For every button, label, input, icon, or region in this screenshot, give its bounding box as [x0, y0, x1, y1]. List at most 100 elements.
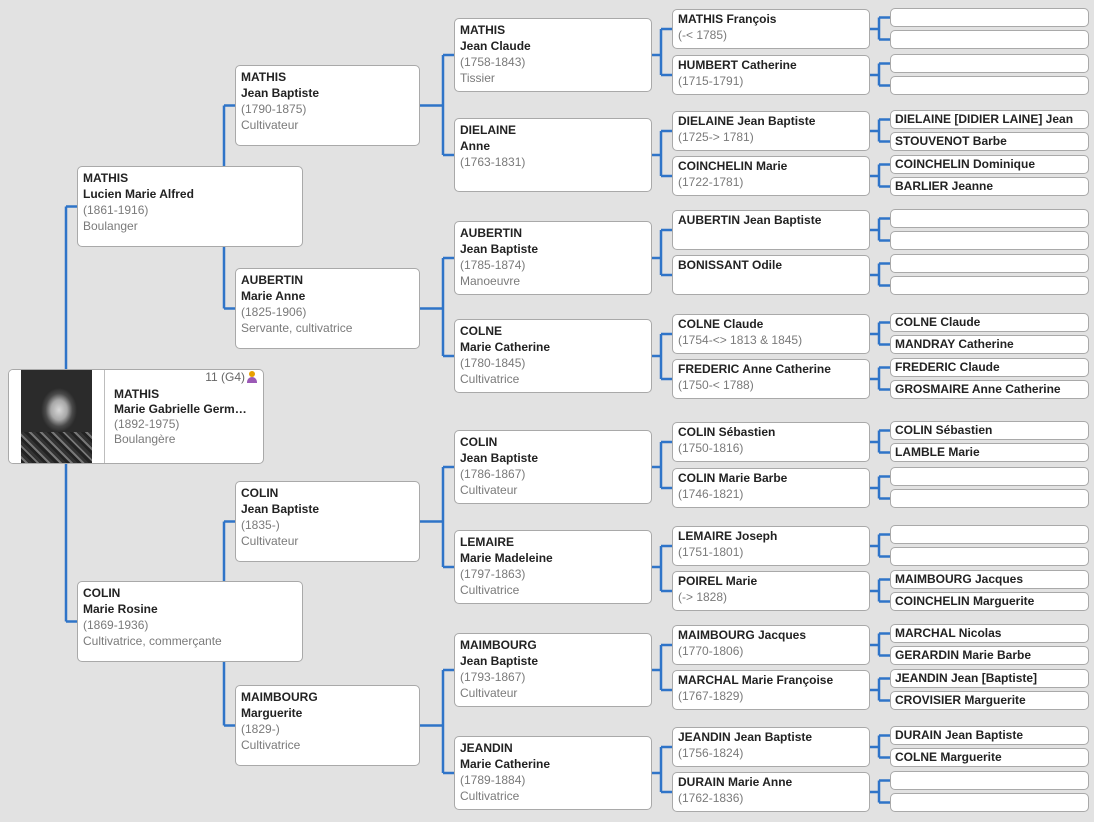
ancestor-occupation: Cultivateur — [241, 118, 299, 132]
ancestor-card-g5-1[interactable] — [890, 30, 1089, 49]
ancestor-dates: (1767-1829) — [678, 689, 744, 703]
ancestor-name: MANDRAY Catherine — [895, 337, 1014, 351]
ancestor-surname: MATHIS — [241, 70, 287, 84]
ancestor-name: POIREL Marie — [678, 574, 758, 588]
ancestor-name: LEMAIRE Joseph — [678, 529, 778, 543]
ancestor-occupation: Manoeuvre — [460, 274, 521, 288]
ancestor-card-g5-12[interactable]: COLNE Claude — [890, 313, 1089, 332]
ancestor-occupation: Cultivatrice, commerçante — [83, 634, 222, 648]
ancestor-card-g5-16[interactable]: COLIN Sébastien — [890, 421, 1089, 440]
ancestor-card-g5-3[interactable] — [890, 76, 1089, 95]
ancestor-given-names: Jean Baptiste — [241, 86, 320, 100]
ancestor-card-g5-30[interactable] — [890, 771, 1089, 790]
ancestor-card-g5-24[interactable]: MARCHAL Nicolas — [890, 624, 1089, 643]
ancestor-card-g5-22[interactable]: MAIMBOURG Jacques — [890, 570, 1089, 589]
ancestor-card-g4-4[interactable]: AUBERTIN Jean Baptiste — [672, 210, 870, 250]
ancestor-surname: MATHIS — [83, 171, 129, 185]
ancestor-name: FREDERIC Claude — [895, 360, 1000, 374]
ancestor-card-g4-14[interactable]: JEANDIN Jean Baptiste(1756-1824) — [672, 727, 870, 767]
ancestor-card-g5-7[interactable]: BARLIER Jeanne — [890, 177, 1089, 196]
ancestor-given-names: Marie Madeleine — [460, 551, 553, 565]
ancestor-dates: (1780-1845) — [460, 356, 526, 370]
ancestor-card-g5-6[interactable]: COINCHELIN Dominique — [890, 155, 1089, 174]
ancestor-dates: (1746-1821) — [678, 487, 744, 501]
ancestor-card-g5-23[interactable]: COINCHELIN Marguerite — [890, 592, 1089, 611]
ancestor-card-g5-0[interactable] — [890, 8, 1089, 27]
ancestor-given-names: Jean Baptiste — [460, 654, 539, 668]
ancestor-card-g5-17[interactable]: LAMBLE Marie — [890, 443, 1089, 462]
ancestor-card-g5-25[interactable]: GERARDIN Marie Barbe — [890, 646, 1089, 665]
ancestor-card-g5-2[interactable] — [890, 54, 1089, 73]
ancestor-name: COINCHELIN Marie — [678, 159, 788, 173]
ancestor-occupation: Cultivateur — [241, 534, 299, 548]
ancestor-card-g5-26[interactable]: JEANDIN Jean [Baptiste] — [890, 669, 1089, 688]
ancestor-dates: (1763-1831) — [460, 155, 526, 169]
ancestor-card-g5-8[interactable] — [890, 209, 1089, 228]
ancestor-card-g4-8[interactable]: COLIN Sébastien (1750-1816) — [672, 422, 870, 462]
ancestor-card-g4-0[interactable]: MATHIS François(-< 1785) — [672, 9, 870, 49]
ancestor-card-g4-13[interactable]: MARCHAL Marie Françoise(1767-1829) — [672, 670, 870, 710]
ancestor-card-g5-18[interactable] — [890, 467, 1089, 486]
root-person-card[interactable]: 11 (G4) MATHIS Marie Gabrielle Germ… (18… — [8, 369, 264, 464]
ancestor-card-g4-10[interactable]: LEMAIRE Joseph (1751-1801) — [672, 526, 870, 566]
ancestor-card-g4-11[interactable]: POIREL Marie (-> 1828) — [672, 571, 870, 611]
ancestor-card-g5-13[interactable]: MANDRAY Catherine — [890, 335, 1089, 354]
ancestor-card-g5-20[interactable] — [890, 525, 1089, 544]
ancestor-occupation: Cultivatrice — [460, 789, 520, 803]
ancestor-surname: AUBERTIN — [460, 226, 522, 240]
ancestor-card-g4-15[interactable]: DURAIN Marie Anne(1762-1836) — [672, 772, 870, 812]
ancestor-dates: (1793-1867) — [460, 670, 526, 684]
ancestor-card-g5-31[interactable] — [890, 793, 1089, 812]
ancestor-card-g4-7[interactable]: FREDERIC Anne Catherine(1750-< 1788) — [672, 359, 870, 399]
root-occupation: Boulangère — [114, 432, 176, 446]
ancestor-card-g5-4[interactable]: DIELAINE [DIDIER LAINE] Jean — [890, 110, 1089, 129]
ancestor-name: LAMBLE Marie — [895, 445, 980, 459]
ancestor-card-g5-21[interactable] — [890, 547, 1089, 566]
ancestor-card-g4-3[interactable]: COINCHELIN Marie(1722-1781) — [672, 156, 870, 196]
ancestor-name: COLIN Sébastien — [678, 425, 776, 439]
ancestor-given-names: Jean Baptiste — [460, 451, 539, 465]
ancestor-name: COLNE Marguerite — [895, 750, 1002, 764]
ancestor-card-g5-14[interactable]: FREDERIC Claude — [890, 358, 1089, 377]
ancestor-given-names: Lucien Marie Alfred — [83, 187, 194, 201]
ancestor-card-g5-11[interactable] — [890, 276, 1089, 295]
ancestor-card-g5-28[interactable]: DURAIN Jean Baptiste — [890, 726, 1089, 745]
ancestor-card-g5-29[interactable]: COLNE Marguerite — [890, 748, 1089, 767]
ancestor-occupation: Cultivatrice — [460, 583, 520, 597]
ancestor-card-g4-6[interactable]: COLNE Claude(1754-<> 1813 & 1845) — [672, 314, 870, 354]
ancestor-card-g5-9[interactable] — [890, 231, 1089, 250]
ancestor-card-g4-5[interactable]: BONISSANT Odile — [672, 255, 870, 295]
ancestor-dates: (-> 1828) — [678, 590, 728, 604]
ancestor-card-g5-27[interactable]: CROVISIER Marguerite — [890, 691, 1089, 710]
ancestor-dates: (1750-1816) — [678, 441, 744, 455]
ancestor-card-g5-5[interactable]: STOUVENOT Barbe — [890, 132, 1089, 151]
ancestor-dates: (1751-1801) — [678, 545, 744, 559]
ancestor-card-g4-12[interactable]: MAIMBOURG Jacques(1770-1806) — [672, 625, 870, 665]
ancestor-name: CROVISIER Marguerite — [895, 693, 1026, 707]
ancestor-card-g5-15[interactable]: GROSMAIRE Anne Catherine — [890, 380, 1089, 399]
ancestor-card-g4-2[interactable]: DIELAINE Jean Baptiste(1725-> 1781) — [672, 111, 870, 151]
ancestor-card-g4-9[interactable]: COLIN Marie Barbe(1746-1821) — [672, 468, 870, 508]
ancestor-card-g5-19[interactable] — [890, 489, 1089, 508]
ancestor-name: DURAIN Jean Baptiste — [895, 728, 1024, 742]
ancestor-card-g4-1[interactable]: HUMBERT Catherine(1715-1791) — [672, 55, 870, 95]
ancestor-card-g5-10[interactable] — [890, 254, 1089, 273]
ancestor-name: MATHIS François — [678, 12, 777, 26]
ancestor-dates: (1797-1863) — [460, 567, 526, 581]
ancestor-given-names: Marie Rosine — [83, 602, 158, 616]
ancestor-given-names: Jean Baptiste — [241, 502, 320, 516]
